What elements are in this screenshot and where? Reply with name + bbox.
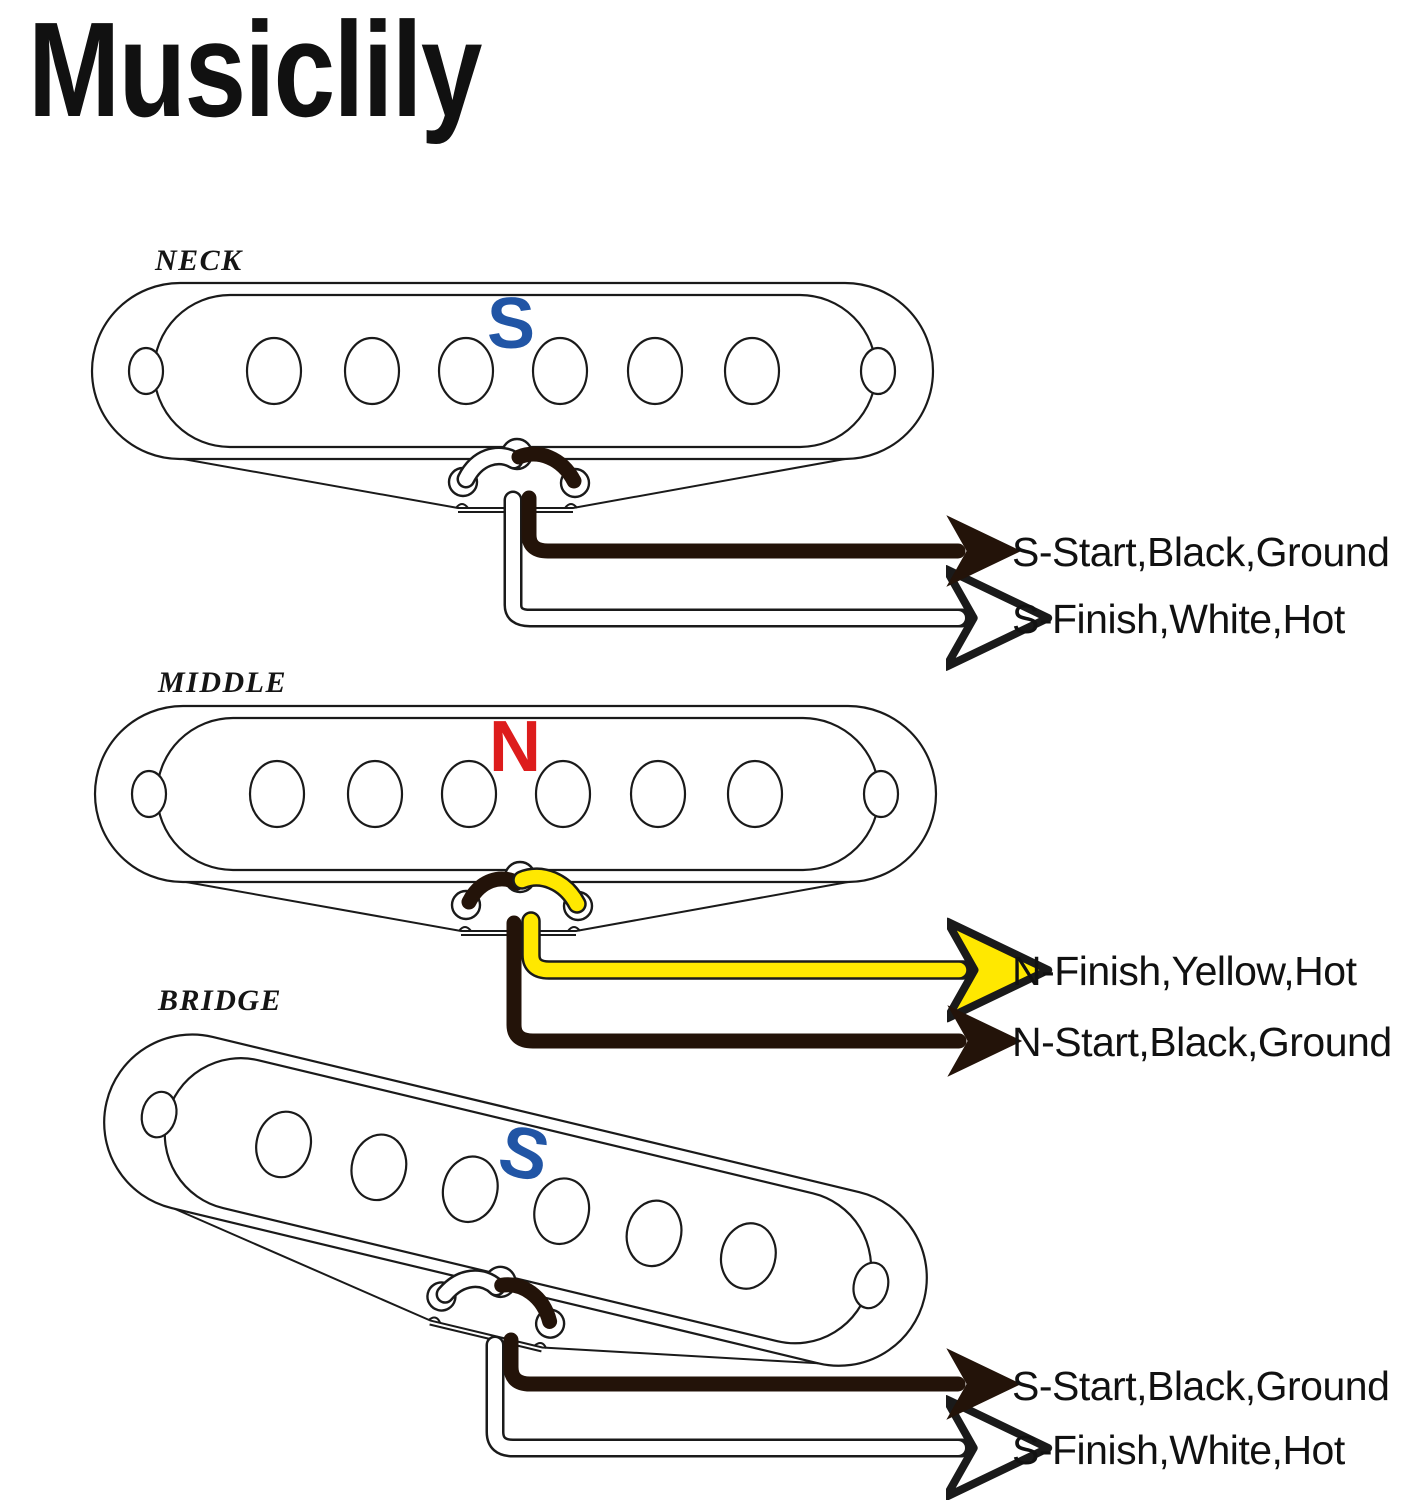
middle-polarity-marker: N	[489, 707, 541, 787]
bridge-bobbin-outline	[163, 1057, 873, 1345]
middle-black-wire-run	[506, 915, 1023, 1077]
neck-white-lead	[456, 446, 524, 489]
neck-black-wire-run	[521, 490, 1022, 587]
middle-bobbin-outline	[155, 716, 881, 872]
pickup-middle-label: MIDDLE	[157, 666, 287, 699]
bridge-white-wire-run	[485, 1335, 962, 1448]
bridge-mounting-hole-left	[140, 1090, 178, 1139]
bridge-white-wire-label: S-Finish,White,Hot	[1012, 1427, 1346, 1473]
pickup-bridge-label: BRIDGE	[157, 984, 282, 1017]
pickup-middle: MIDDLE N	[93, 666, 1392, 1077]
middle-pole-pieces	[248, 759, 784, 829]
neck-polarity-marker: S	[487, 284, 535, 364]
bridge-black-lead	[494, 1277, 558, 1329]
middle-black-wire-label: N-Start,Black,Ground	[1012, 1019, 1392, 1065]
bridge-pole-pieces	[255, 1110, 777, 1290]
neck-pole-pieces	[245, 336, 781, 406]
middle-yellow-wire-label: N-Finish,Yellow,Hot	[1012, 948, 1358, 994]
neck-black-lead	[511, 446, 582, 489]
pickup-bridge: BRIDGE S	[103, 984, 1390, 1473]
neck-white-wire-label: S-Finish,White,Hot	[1012, 596, 1346, 642]
brand-logo: Musiclily	[28, 0, 482, 145]
middle-black-lead	[461, 871, 525, 910]
neck-mounting-hole-right	[859, 346, 897, 396]
middle-mounting-hole-right	[862, 769, 900, 819]
bridge-white-lead	[435, 1269, 506, 1304]
neck-bobbin-outline	[152, 293, 878, 449]
neck-black-wire-label: S-Start,Black,Ground	[1012, 529, 1389, 575]
bridge-mounting-hole-right	[852, 1261, 890, 1310]
middle-yellow-lead	[512, 867, 587, 914]
neck-white-wire-run	[503, 490, 962, 618]
bridge-black-wire-run	[503, 1332, 1022, 1420]
middle-yellow-wire-run	[521, 911, 963, 970]
neck-mounting-hole-left	[127, 346, 165, 396]
middle-mounting-hole-left	[130, 769, 168, 819]
pickup-neck-label: NECK	[154, 244, 243, 277]
pickup-neck: NECK S	[90, 244, 1390, 642]
bridge-black-wire-label: S-Start,Black,Ground	[1012, 1363, 1389, 1409]
bridge-body-group: S	[103, 1033, 928, 1367]
